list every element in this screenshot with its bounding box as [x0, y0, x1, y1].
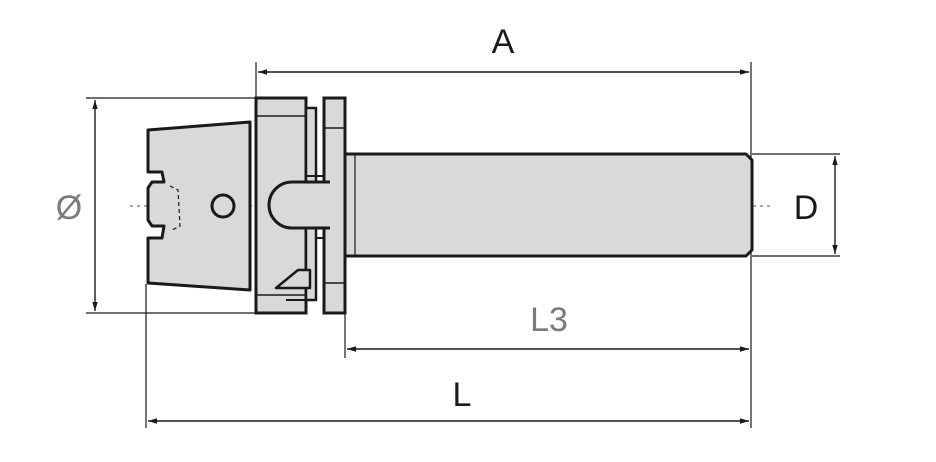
taper-body	[146, 120, 252, 292]
shank-section	[343, 152, 754, 258]
taper-cross-hole	[210, 193, 236, 219]
flange-notch-lower	[274, 268, 312, 290]
label-dim-diameter: Ø	[56, 189, 82, 227]
label-dim-l: L	[453, 376, 472, 414]
dimension-lines	[92, 69, 838, 424]
taper-inner-hidden-edge	[169, 185, 181, 231]
drive-key	[267, 180, 330, 230]
label-dim-l3: L3	[530, 301, 568, 339]
extension-lines	[86, 62, 840, 428]
flange-section	[254, 96, 347, 315]
label-dim-a: A	[492, 23, 515, 61]
shank-body	[343, 152, 754, 258]
label-dim-d: D	[794, 189, 819, 227]
taper-section	[146, 120, 252, 292]
